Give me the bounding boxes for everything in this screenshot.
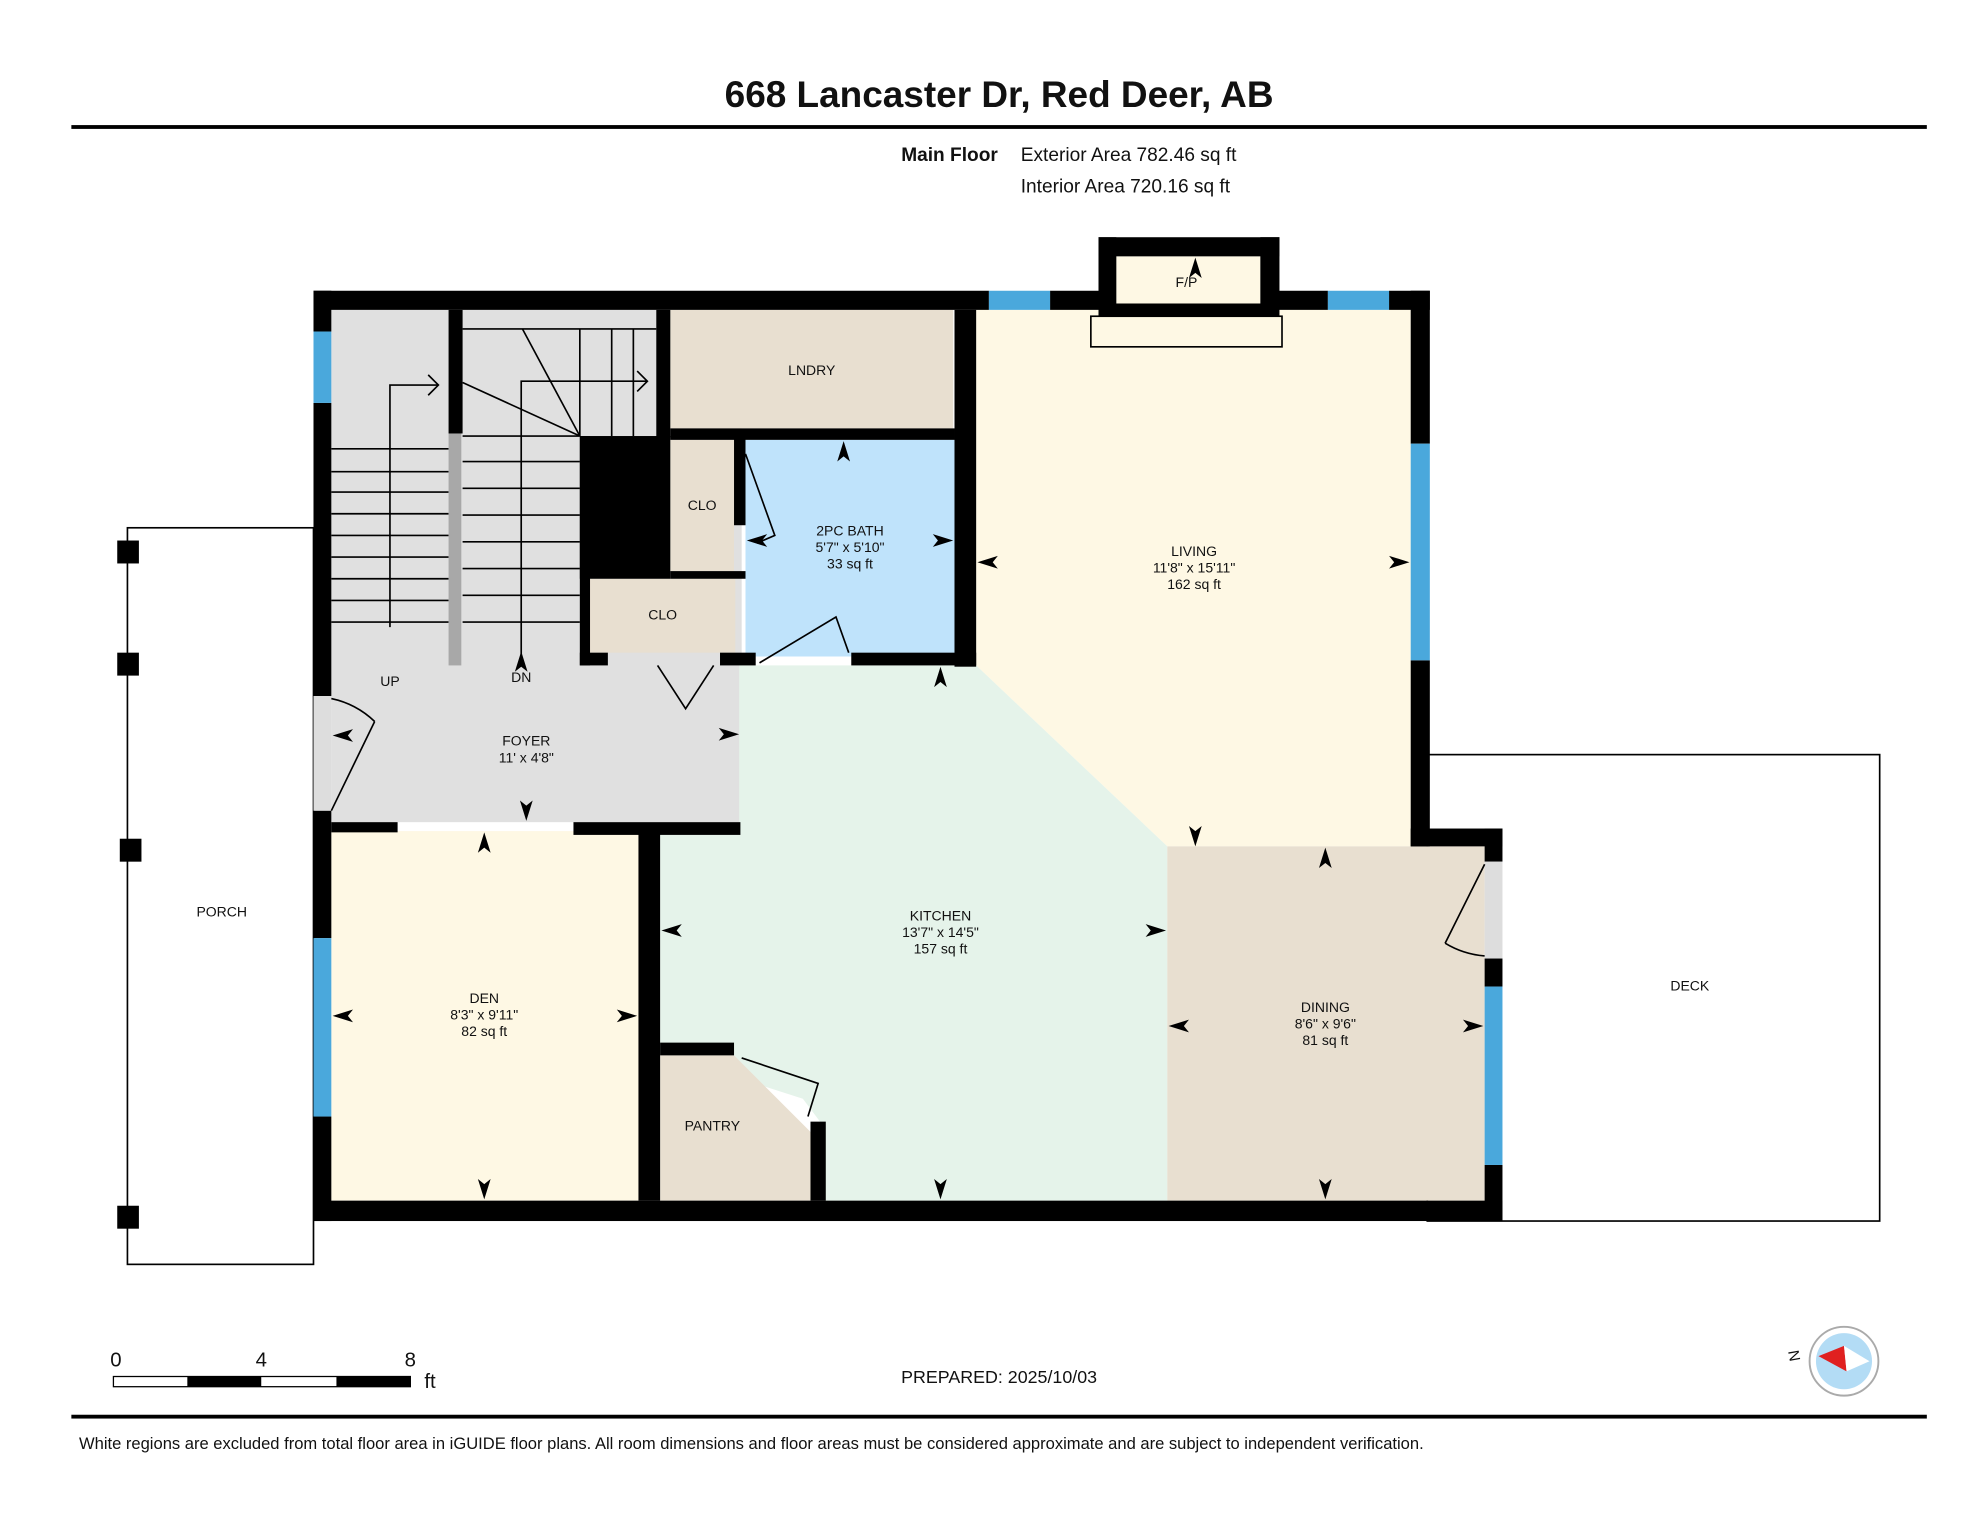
deck-area [1426,753,1881,1222]
bath-area: 33 sq ft [827,556,873,572]
svg-text:4: 4 [256,1349,267,1371]
interior-area: Interior Area 720.16 sq ft [1021,177,1231,198]
doors [313,315,1503,1117]
living-label: LIVING [1171,543,1217,559]
den-dims: 8'3" x 9'11" [450,1007,518,1023]
den-fill [331,831,639,1201]
stair-rail [448,433,462,666]
fireplace-label: F/P [1176,274,1198,290]
closet-label-1: CLO [688,497,717,513]
page-title: 668 Lancaster Dr, Red Deer, AB [725,74,1274,115]
staircase [331,328,657,657]
den-area: 82 sq ft [461,1023,507,1039]
dining-dims: 8'6" x 9'6" [1295,1016,1356,1032]
kitchen-dims: 13'7" x 14'5" [902,924,979,940]
porch-label: PORCH [196,903,247,919]
room-labels: LNDRY CLO CLO 2PC BATH 5'7" x 5'10" 33 s… [196,274,1709,1134]
closet-label-2: CLO [648,607,677,623]
porch-area [126,526,315,1266]
floor-label: Main Floor [901,145,998,166]
svg-text:8: 8 [405,1349,416,1371]
disclaimer: White regions are excluded from total fl… [79,1434,1424,1453]
foyer-dims: 11' x 4'8" [499,749,554,765]
foyer-label: FOYER [502,733,550,749]
svg-text:ft: ft [424,1371,436,1393]
living-dims: 11'8" x 15'11" [1153,559,1236,575]
kitchen-label: KITCHEN [910,907,971,923]
closet-fill-2 [590,578,736,653]
fireplace-fill [1116,256,1261,304]
dimension-arrows [332,257,1484,1200]
laundry-fill [670,309,954,429]
scale-bar: 0 4 8 ft [110,1349,436,1393]
den-label: DEN [469,990,499,1006]
pantry-label: PANTRY [685,1118,741,1134]
dining-fill [1167,846,1485,1201]
closet-fill-1 [670,439,735,572]
svg-text:0: 0 [110,1349,121,1371]
bath-fill [745,439,955,657]
bath-label: 2PC BATH [816,522,883,538]
svg-text:N: N [1786,1349,1805,1363]
pantry-fill [660,1055,811,1201]
prepared-date: PREPARED: 2025/10/03 [901,1367,1097,1387]
compass-icon: N [1786,1325,1880,1397]
kitchen-fill [660,665,1168,1201]
dining-label: DINING [1301,999,1350,1015]
dn-label: DN [511,669,531,685]
footer-rule [71,1414,1927,1419]
up-label: UP [380,673,399,689]
dining-area: 81 sq ft [1302,1032,1348,1048]
header-rule [71,125,1927,129]
walls [313,237,1503,1222]
windows [313,290,1503,1165]
living-area: 162 sq ft [1167,576,1221,592]
living-fill [976,309,1411,847]
laundry-label: LNDRY [788,362,836,378]
exterior-area: Exterior Area 782.46 sq ft [1021,145,1237,166]
bath-dims: 5'7" x 5'10" [815,539,884,555]
deck-label: DECK [1670,977,1710,993]
kitchen-area: 157 sq ft [914,940,968,956]
